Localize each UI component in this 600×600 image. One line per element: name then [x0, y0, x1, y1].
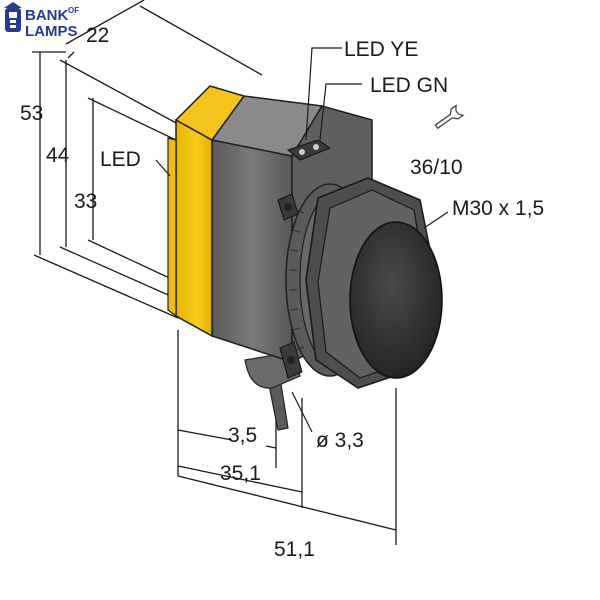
- dimension-lines: [32, 0, 397, 545]
- label-hole-diameter: ø 3,3: [316, 429, 364, 452]
- dim-depth-total: 51,1: [274, 538, 315, 561]
- label-led-gn: LED GN: [370, 74, 448, 97]
- labels: LED YE LED GN LED 36/10 M30 x 1,5 ø 3,3 …: [20, 24, 544, 561]
- led-gn-indicator: [313, 144, 319, 150]
- dim-height-mid: 44: [46, 144, 70, 167]
- mount-hole-top: [277, 193, 299, 221]
- mount-hole-bottom: [279, 341, 303, 379]
- logo-line1-sup: OF: [68, 6, 79, 15]
- led-ye-indicator: [299, 149, 305, 155]
- sensor-body: [167, 85, 443, 431]
- brand-logo: BANK OF LAMPS: [4, 2, 79, 40]
- dim-height-total: 53: [20, 102, 43, 125]
- sensor-lens: [349, 221, 443, 379]
- label-leaders: [155, 47, 449, 433]
- label-thread: M30 x 1,5: [452, 197, 544, 220]
- dim-depth-mid: 35,1: [220, 462, 261, 485]
- dim-offset-small: 3,5: [228, 424, 257, 447]
- label-led: LED: [100, 148, 141, 171]
- logo-line1: BANK: [25, 7, 68, 24]
- label-wrench-size: 36/10: [410, 156, 463, 179]
- logo-line2: LAMPS: [25, 23, 78, 40]
- wrench-icon: [434, 104, 465, 130]
- dim-height-inner: 33: [74, 190, 97, 213]
- label-led-ye: LED YE: [344, 38, 418, 61]
- dim-width-top: 22: [86, 24, 109, 47]
- lamp-logo-icon: [4, 2, 22, 32]
